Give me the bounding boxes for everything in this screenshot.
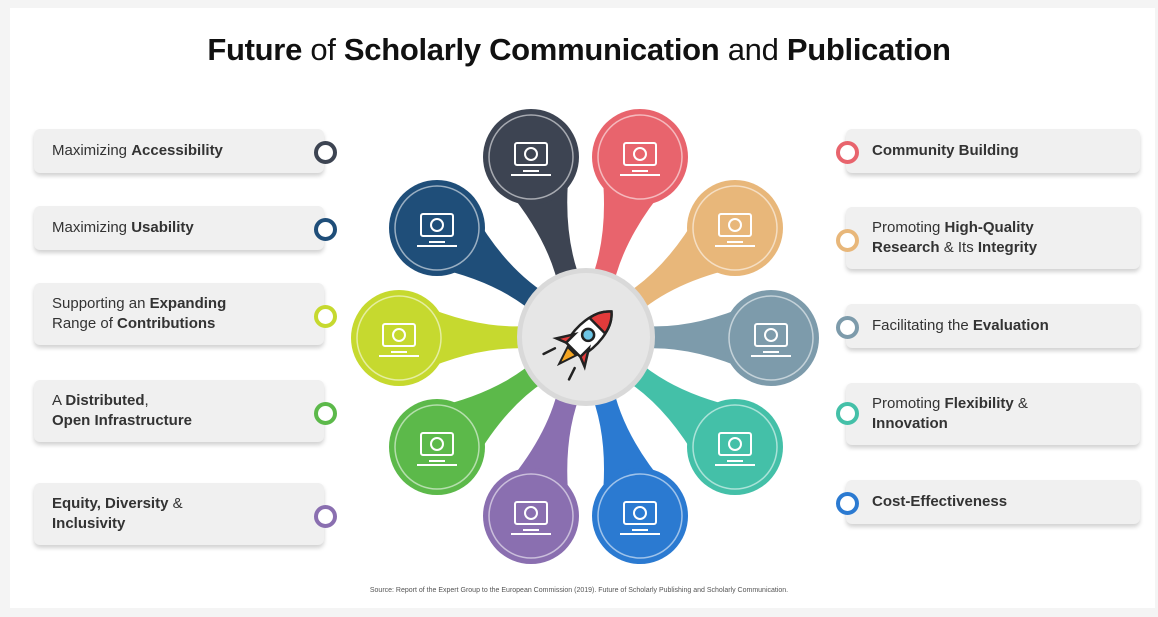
petal-circle xyxy=(483,468,579,564)
petal-inner-ring xyxy=(394,185,480,271)
label-community-building: Community Building xyxy=(846,129,1140,173)
petal-circle xyxy=(592,468,688,564)
ring-marker-accessibility xyxy=(314,141,337,164)
label-maximizing-usability: Maximizing Usability xyxy=(34,206,324,250)
petal-circle xyxy=(687,399,783,495)
label-maximizing-accessibility: Maximizing Accessibility xyxy=(34,129,324,173)
petal-inner-ring xyxy=(692,404,778,490)
ring-marker-flexibility xyxy=(836,402,859,425)
petal-inner-ring xyxy=(597,114,683,200)
source-citation: Source: Report of the Expert Group to th… xyxy=(369,587,789,594)
label-flexibility-innovation: Promoting Flexibility & Innovation xyxy=(846,383,1140,445)
rocket-icon xyxy=(542,310,613,381)
petal-inner-ring xyxy=(394,404,480,490)
petal-circle xyxy=(483,109,579,205)
label-facilitating-evaluation: Facilitating the Evaluation xyxy=(846,304,1140,348)
petal-inner-ring xyxy=(597,473,683,559)
diversity-people-icon xyxy=(511,501,551,535)
cost-laptop-icon xyxy=(620,501,660,535)
infrastructure-icon xyxy=(417,432,457,466)
petal-inner-ring xyxy=(356,295,442,381)
ring-marker-infrastructure xyxy=(314,402,337,425)
label-distributed-infrastructure: A Distributed, Open Infrastructure xyxy=(34,380,324,442)
page-title: Future of Scholarly Communication and Pu… xyxy=(207,32,951,67)
label-cost-effectiveness: Cost-Effectiveness xyxy=(846,480,1140,524)
petal-circle xyxy=(723,290,819,386)
petal-circle xyxy=(389,180,485,276)
usability-tools-icon xyxy=(417,213,457,247)
ring-marker-community xyxy=(836,141,859,164)
ring-marker-cost xyxy=(836,492,859,515)
petal-inner-ring xyxy=(692,185,778,271)
evaluation-gear-icon xyxy=(751,323,791,357)
network-contributors-icon xyxy=(379,323,419,357)
computer-globe-icon xyxy=(511,142,551,176)
petal-circle xyxy=(389,399,485,495)
flexibility-hand-icon xyxy=(715,432,755,466)
petal-circle xyxy=(351,290,447,386)
petal-inner-ring xyxy=(488,473,574,559)
ring-marker-contributions xyxy=(314,305,337,328)
label-expanding-contributions: Supporting an Expanding Range of Contrib… xyxy=(34,283,324,345)
ring-marker-inclusivity xyxy=(314,505,337,528)
quality-award-icon xyxy=(715,213,755,247)
label-equity-diversity-inclusivity: Equity, Diversity & Inclusivity xyxy=(34,483,324,545)
petal-inner-ring xyxy=(488,114,574,200)
petal-stem xyxy=(635,303,752,372)
petal-circle xyxy=(687,180,783,276)
community-icon xyxy=(620,142,660,176)
ring-marker-quality xyxy=(836,229,859,252)
ring-marker-usability xyxy=(314,218,337,241)
petal-circle xyxy=(592,109,688,205)
ring-marker-evaluation xyxy=(836,316,859,339)
petal-stem xyxy=(418,303,537,372)
petal-inner-ring xyxy=(728,295,814,381)
